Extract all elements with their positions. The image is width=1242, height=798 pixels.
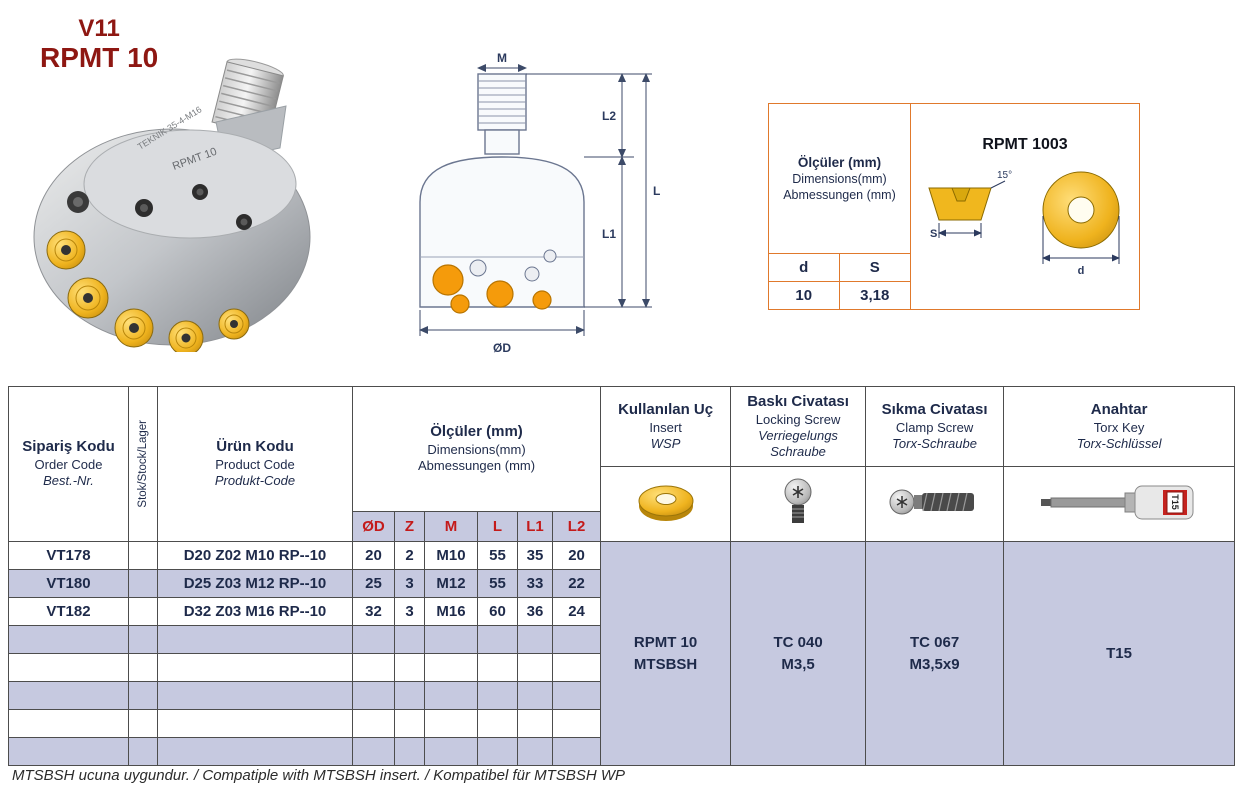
l-cell: 55	[477, 569, 518, 598]
od-cell: 25	[352, 569, 395, 598]
header-torx-key: Anahtar Torx Key Torx-Schlüssel	[1003, 386, 1236, 467]
dim-label-od: ØD	[493, 341, 511, 355]
dim-col-m: M	[424, 511, 478, 542]
torx-key-image-cell: T15	[1003, 466, 1236, 542]
l2-cell: 24	[551, 597, 602, 626]
product-table: Sipariş Kodu Order Code Best.-Nr. Stok/S…	[8, 386, 1236, 766]
dim-col-z: Z	[394, 511, 425, 542]
l2-cell: 20	[551, 541, 602, 570]
stock-cell	[128, 569, 158, 598]
z-cell: 2	[394, 541, 425, 570]
insert-drawing-area: RPMT 1003 15° S	[911, 104, 1139, 309]
dim-col-l1: L1	[517, 511, 553, 542]
od-cell: 20	[352, 541, 395, 570]
l2-cell: 22	[551, 569, 602, 598]
locking-screw-image	[784, 478, 812, 523]
torx-key-image: T15	[1041, 485, 1194, 519]
insert-dim-val-d: 10	[769, 282, 840, 309]
dim-label-l1: L1	[602, 227, 616, 241]
stock-cell	[128, 597, 158, 626]
m-cell: M16	[424, 597, 478, 626]
insert-image	[638, 485, 694, 521]
insert-top-view: d	[1042, 171, 1120, 277]
stock-cell	[128, 541, 158, 570]
insert-d-label: d	[1078, 265, 1085, 277]
l1-cell: 35	[517, 541, 553, 570]
order-code-cell: VT178	[8, 541, 129, 570]
product-code-cell: D20 Z02 M10 RP--10	[157, 541, 353, 570]
product-code-cell: D25 Z03 M12 RP--10	[157, 569, 353, 598]
insert-dim-val-s: 3,18	[860, 287, 890, 304]
header-dimensions: Ölçüler (mm) Dimensions(mm) Abmessungen …	[351, 386, 602, 512]
table-row-empty	[8, 709, 1235, 738]
technical-drawing: M ØD L2 L1 L	[390, 51, 680, 369]
insert-merged-cell: RPMT 10 MTSBSH	[600, 541, 732, 766]
dim-label-en: Dimensions(mm)	[792, 172, 887, 186]
m-cell: M10	[424, 541, 478, 570]
product-code-cell: D32 Z03 M16 RP--10	[157, 597, 353, 626]
insert-dim-col-d: d	[769, 254, 840, 282]
order-code-cell: VT182	[8, 597, 129, 626]
table-row: VT180 D25 Z03 M12 RP--10 25 3 M12 55 33 …	[8, 569, 1235, 598]
insert-dim-col-s: S	[839, 254, 910, 282]
insert-side-view: 15° S	[928, 170, 1012, 240]
z-cell: 3	[394, 597, 425, 626]
dim-col-l2: L2	[551, 511, 602, 542]
dim-label-l: L	[653, 184, 660, 198]
page-title-model: RPMT 10	[40, 42, 159, 74]
od-cell: 32	[352, 597, 395, 626]
m-cell: M12	[424, 569, 478, 598]
product-photo: RPMT 10 TEKNIK 35-4-M16	[22, 52, 332, 357]
table-row-empty	[8, 737, 1235, 766]
l-cell: 60	[477, 597, 518, 626]
insert-dim-labels: Ölçüler (mm) Dimensions(mm) Abmessungen …	[769, 104, 910, 253]
order-code-cell: VT180	[8, 569, 129, 598]
header-stock: Stok/Stock/Lager	[128, 386, 158, 542]
dim-col-od: ØD	[352, 511, 395, 542]
clamp-screw-image-cell	[865, 466, 1005, 542]
header-product-code: Ürün Kodu Product Code Produkt-Code	[157, 386, 353, 542]
footer-note: MTSBSH ucuna uygundur. / Compatiple with…	[12, 767, 625, 784]
l1-cell: 36	[517, 597, 553, 626]
dim-label-tr: Ölçüler (mm)	[797, 155, 882, 170]
insert-angle-label: 15°	[997, 170, 1012, 181]
dim-label-l2: L2	[602, 109, 616, 123]
header-insert: Kullanılan Uç Insert WSP	[600, 386, 732, 467]
l1-cell: 33	[517, 569, 553, 598]
clamp-screw-merged-cell: TC 067 M3,5x9	[865, 541, 1005, 766]
insert-s-label: S	[930, 228, 937, 240]
dim-label-m: M	[497, 52, 507, 65]
locking-screw-image-cell	[730, 466, 867, 542]
dim-label-de: Abmessungen (mm)	[783, 188, 896, 202]
torx-key-size-label: T15	[1170, 494, 1180, 510]
locking-screw-merged-cell: TC 040 M3,5	[730, 541, 867, 766]
torx-key-merged-cell: T15	[1003, 541, 1236, 766]
dim-col-l: L	[477, 511, 518, 542]
header-order-code: Sipariş Kodu Order Code Best.-Nr.	[8, 386, 129, 542]
header-locking-screw: Baskı Civatası Locking Screw Verriegelun…	[730, 386, 867, 467]
insert-name: RPMT 1003	[982, 136, 1068, 153]
table-row-empty	[8, 653, 1235, 682]
clamp-screw-image	[889, 489, 974, 514]
table-row: VT178 D20 Z02 M10 RP--10 20 2 M10 55 35 …	[8, 541, 1236, 766]
insert-dimensions-box: Ölçüler (mm) Dimensions(mm) Abmessungen …	[768, 103, 1140, 310]
insert-dim-table: Ölçüler (mm) Dimensions(mm) Abmessungen …	[769, 104, 911, 309]
page-title-series: V11	[78, 15, 120, 42]
l-cell: 55	[477, 541, 518, 570]
table-row-empty	[8, 681, 1235, 710]
insert-image-cell	[600, 466, 732, 542]
page-title: V11 RPMT 10	[40, 15, 159, 75]
z-cell: 3	[394, 569, 425, 598]
header-clamp-screw: Sıkma Civatası Clamp Screw Torx-Schraube	[865, 386, 1005, 467]
